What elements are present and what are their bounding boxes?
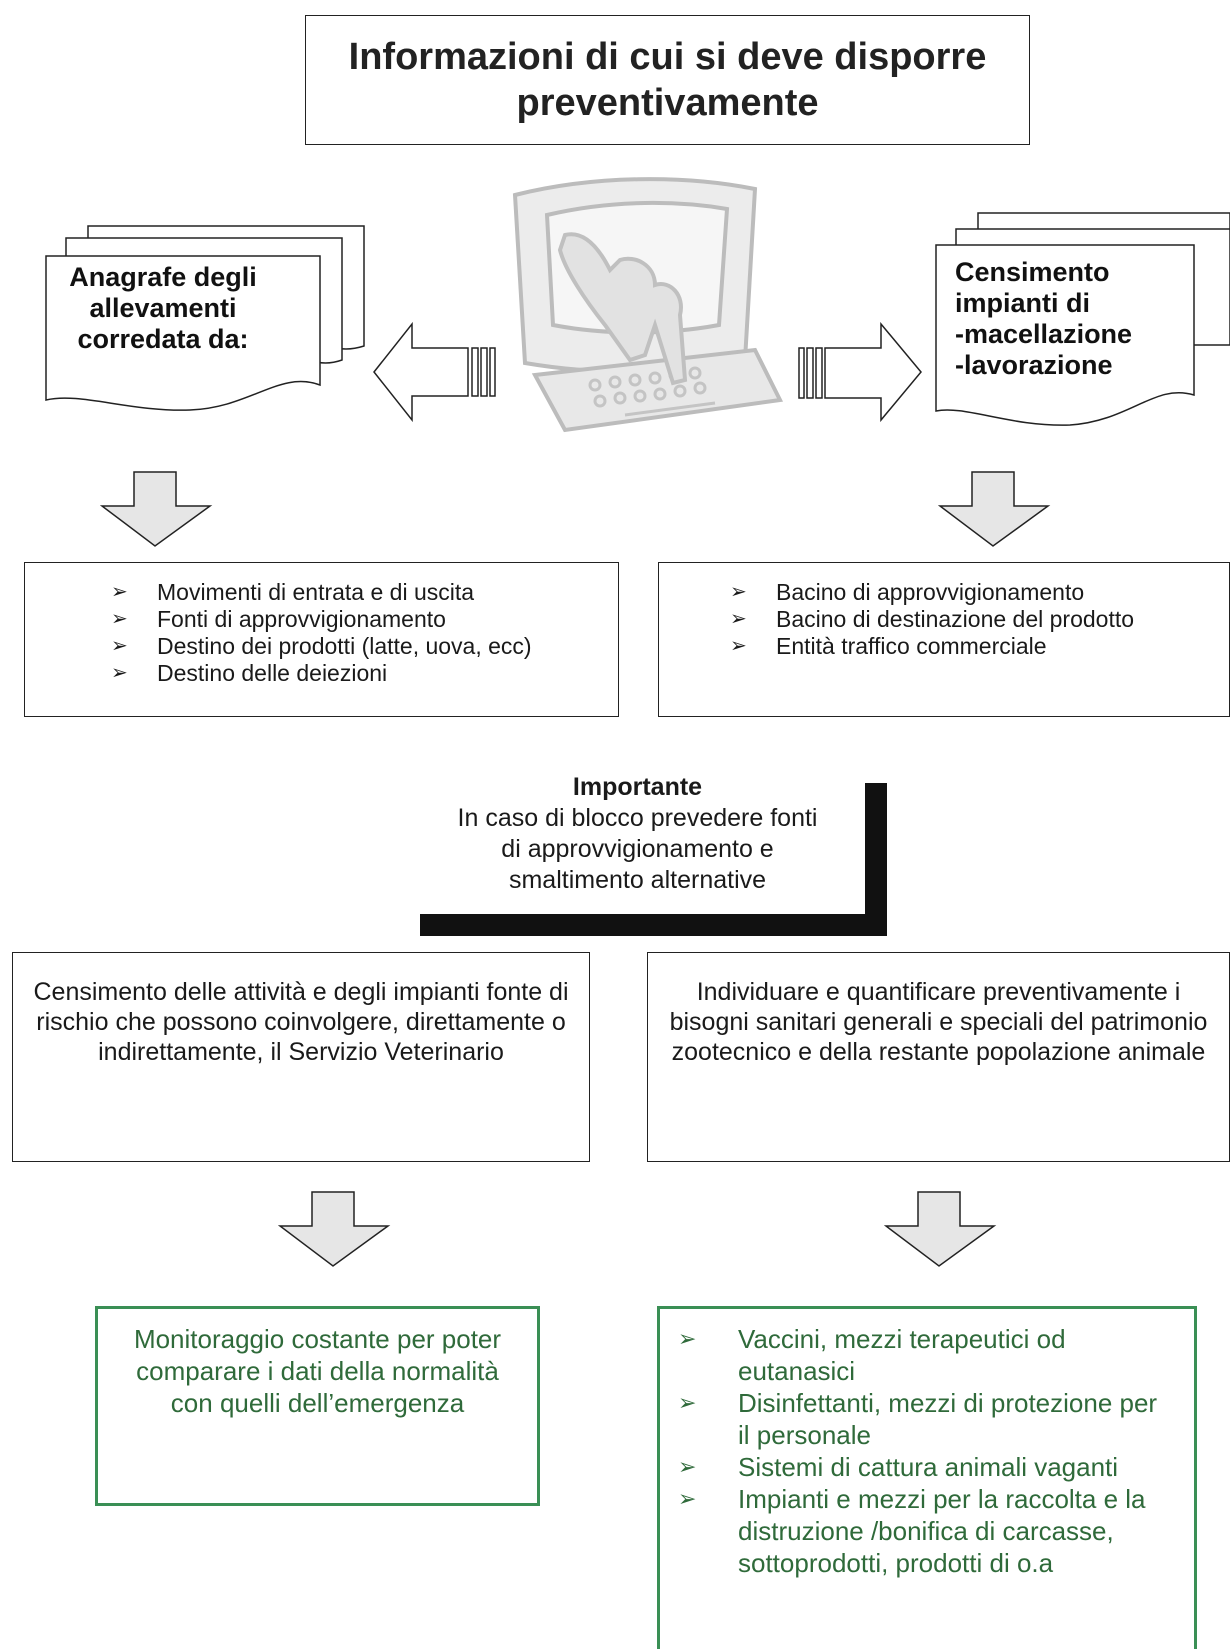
arrow-bullet-icon: ➢ xyxy=(678,1326,697,1351)
arrow-bullet-icon: ➢ xyxy=(730,581,747,603)
list-item: ➢Bacino di approvvigionamento xyxy=(730,579,1085,605)
computer-hand-typing-icon xyxy=(512,177,784,433)
monitoring-text: Monitoraggio costante per poter comparar… xyxy=(133,1324,502,1418)
list-item: ➢Destino dei prodotti (latte, uova, ecc) xyxy=(111,633,532,659)
important-line: smaltimento alternative xyxy=(508,866,767,894)
down-arrow-icon xyxy=(278,1191,391,1267)
title-box: Informazioni di cui si deve disporre pre… xyxy=(305,15,1030,145)
right-document-title: Censimento impianti di -macellazione -la… xyxy=(955,257,1133,380)
list-item: ➢Entità traffico commerciale xyxy=(730,633,1047,659)
arrow-bullet-icon: ➢ xyxy=(730,608,747,630)
left-arrow-icon xyxy=(373,321,496,423)
down-arrow-icon xyxy=(884,1191,997,1267)
list-item: ➢Movimenti di entrata e di uscita xyxy=(111,579,475,605)
list-item: ➢Destino delle deiezioni xyxy=(111,660,388,686)
right-info-list: ➢Bacino di approvvigionamento ➢Bacino di… xyxy=(724,579,1229,660)
left-document-title: Anagrafe degli allevamenti corredata da: xyxy=(69,262,257,354)
risk-census-text: Censimento delle attività e degli impian… xyxy=(33,978,569,1066)
callout-shadow-bottom xyxy=(420,914,887,936)
left-document-stack-icon xyxy=(45,225,365,411)
callout-shadow-right xyxy=(865,783,887,936)
arrow-bullet-icon: ➢ xyxy=(111,581,128,603)
arrow-bullet-icon: ➢ xyxy=(111,635,128,657)
list-item: ➢Sistemi di cattura animali vaganti xyxy=(678,1452,1119,1482)
important-heading: Importante xyxy=(572,773,703,801)
important-line: di approvvigionamento e xyxy=(501,835,774,863)
arrow-bullet-icon: ➢ xyxy=(678,1454,697,1479)
left-info-box: ➢Movimenti di entrata e di uscita ➢Fonti… xyxy=(24,562,619,717)
important-line: In caso di blocco prevedere fonti xyxy=(457,804,818,832)
resources-list: ➢Vaccini, mezzi terapeutici od eutanasic… xyxy=(660,1323,1174,1579)
down-arrow-icon xyxy=(100,471,213,547)
left-info-list: ➢Movimenti di entrata e di uscita ➢Fonti… xyxy=(105,579,618,687)
list-item: ➢Impianti e mezzi per la raccolta e la d… xyxy=(678,1484,1146,1578)
arrow-bullet-icon: ➢ xyxy=(730,635,747,657)
list-item: ➢Bacino di destinazione del prodotto xyxy=(730,606,1135,632)
sanitary-needs-text: Individuare e quantificare preventivamen… xyxy=(669,978,1208,1066)
sanitary-needs-box: Individuare e quantificare preventivamen… xyxy=(647,952,1230,1162)
important-callout: Importante In caso di blocco prevedere f… xyxy=(420,772,855,922)
resources-box: ➢Vaccini, mezzi terapeutici od eutanasic… xyxy=(657,1306,1197,1649)
list-item: ➢Vaccini, mezzi terapeutici od eutanasic… xyxy=(678,1324,1066,1386)
arrow-bullet-icon: ➢ xyxy=(111,662,128,684)
page-title: Informazioni di cui si deve disporre pre… xyxy=(348,36,987,124)
right-info-box: ➢Bacino di approvvigionamento ➢Bacino di… xyxy=(658,562,1230,717)
arrow-bullet-icon: ➢ xyxy=(111,608,128,630)
right-document-stack-icon xyxy=(935,212,1230,426)
arrow-bullet-icon: ➢ xyxy=(678,1390,697,1415)
list-item: ➢Fonti di approvvigionamento xyxy=(111,606,446,632)
arrow-bullet-icon: ➢ xyxy=(678,1486,697,1511)
down-arrow-icon xyxy=(938,471,1051,547)
risk-census-box: Censimento delle attività e degli impian… xyxy=(12,952,590,1162)
monitoring-box: Monitoraggio costante per poter comparar… xyxy=(95,1306,540,1506)
right-arrow-icon xyxy=(798,322,922,423)
list-item: ➢Disinfettanti, mezzi di protezione per … xyxy=(678,1388,1158,1450)
